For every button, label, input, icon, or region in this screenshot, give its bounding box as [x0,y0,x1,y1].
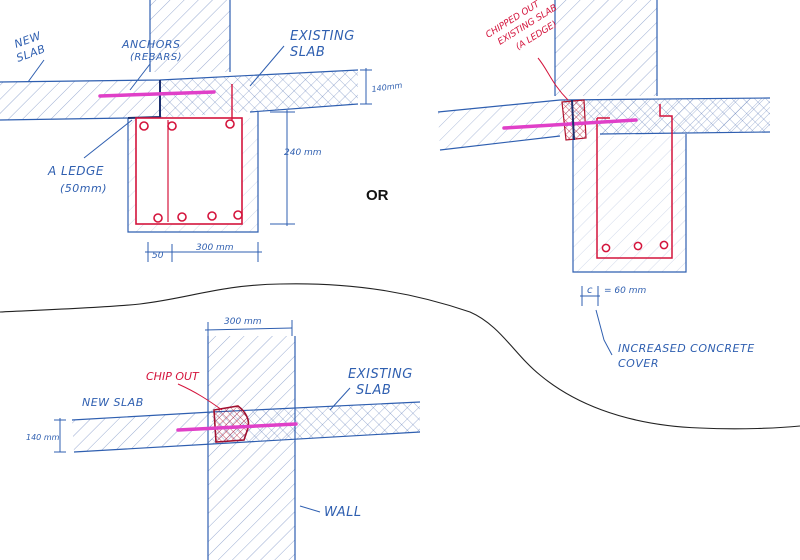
existing-slab-label-line1: EXISTING [290,29,355,44]
divider-curve [0,283,800,430]
rebar [139,121,149,131]
new-slab-section [0,80,160,120]
ledge-label-line2: (50mm) [60,182,107,195]
slab-thickness-dim: 140 mm [26,433,60,442]
sketch-3-wall-chip-out: 300 mm CHIP OUT EXISTING SLAB NEW SLAB 1… [26,317,421,560]
rebar [153,213,163,223]
rebar [633,241,643,251]
rebar [225,119,235,129]
existing-column [150,0,230,72]
sketch-1-beam-with-ledge: NEW SLAB ANCHORS (REBARS) EXISTING SLAB … [0,0,403,262]
existing-slab-section [160,70,358,118]
wall-label: WALL [324,505,362,520]
existing-slab-label-line1: EXISTING [348,367,413,382]
sketch-2-chipped-slab: CHIPPED OUT EXISTING SLAB (A LEDGE) c = … [437,0,771,370]
chip-out-region [213,405,250,443]
ledge-label-line1: A LEDGE [47,164,104,178]
rebar [659,240,669,250]
anchors-label-line1: ANCHORS [121,38,181,51]
existing-slab-label-line2: SLAB [290,45,325,60]
rebar [167,121,177,131]
increased-cover-label-line1: INCREASED CONCRETE [618,342,755,355]
stirrup [596,104,673,259]
increased-cover-label-line2: COVER [618,357,659,370]
anchor-rebar [98,90,216,98]
cover-symbol: c [587,285,593,296]
new-slab-label: NEW SLAB [82,396,144,409]
rebar [207,211,217,221]
cover-dim: = 60 mm [604,286,646,296]
rebar [177,212,187,222]
anchors-label-line2: (REBARS) [130,52,182,63]
existing-column [555,0,657,96]
beam-depth-dim: 240 mm [284,148,322,158]
new-slab-section [72,412,212,452]
chip-out-label: CHIP OUT [146,370,200,383]
anchor-rebar [176,422,298,432]
wall-width-dim: 300 mm [224,317,262,327]
stirrup [135,117,243,225]
wall-section [208,336,295,560]
beam-width-dim: 300 mm [196,243,234,253]
existing-slab-label-line2: SLAB [356,383,391,398]
or-label: OR [366,187,389,204]
slab-thickness-dim: 140mm [371,81,403,94]
rebar [601,243,611,253]
rebar [233,210,243,220]
anchor-rebar [502,118,638,130]
ledge-width-dim: 50 [152,251,164,261]
existing-slab-section [212,402,420,444]
